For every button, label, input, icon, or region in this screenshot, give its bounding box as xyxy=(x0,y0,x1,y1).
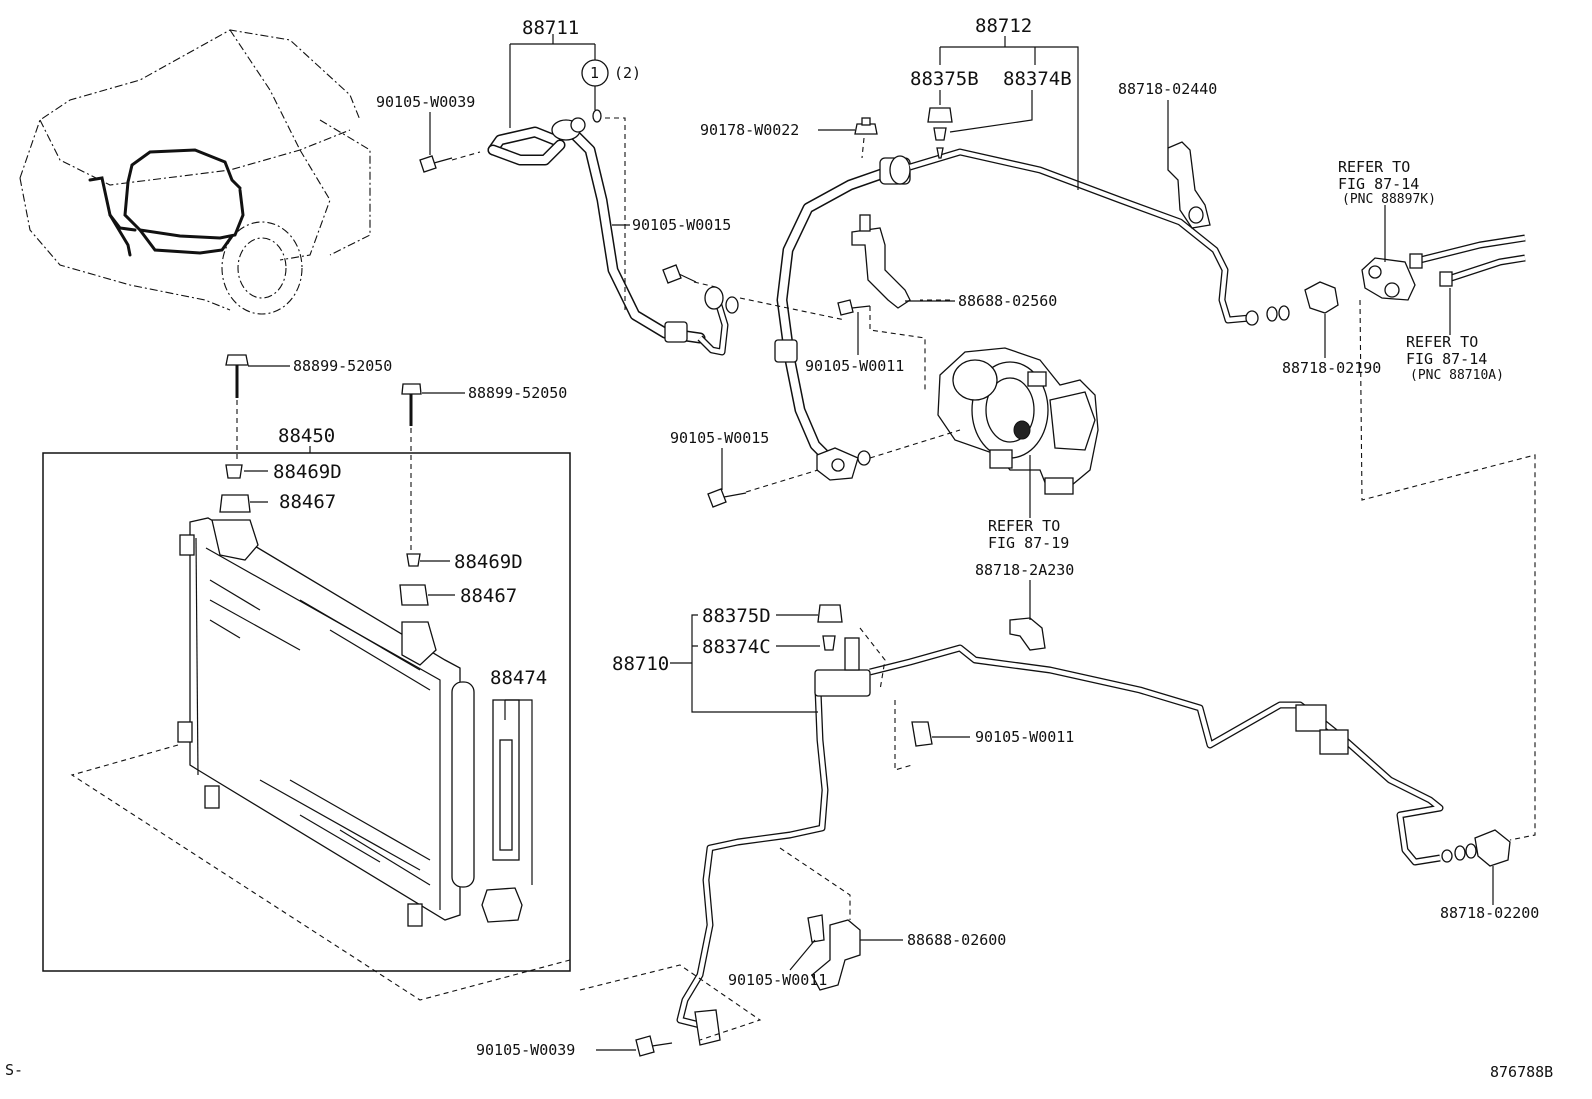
label-88374c: 88374C xyxy=(702,636,771,658)
label-88688-02560: 88688-02560 xyxy=(958,292,1057,310)
label-90105-w0011-a: 90105-W0011 xyxy=(805,357,904,375)
collar-88469d-b xyxy=(406,553,421,567)
bolt-88899-52050-a xyxy=(225,354,249,398)
bolt-90105-w0015-a xyxy=(662,264,697,284)
label-90105-w0011-b: 90105-W0011 xyxy=(975,728,1074,746)
label-88688-02600: 88688-02600 xyxy=(907,931,1006,949)
nut-88718-02190 xyxy=(1304,281,1339,314)
valve-cap-88375b xyxy=(927,107,953,123)
label-88710: 88710 xyxy=(612,653,669,675)
bolt-90105-w0039-top xyxy=(419,155,453,173)
label-88718-02440: 88718-02440 xyxy=(1118,80,1217,98)
bracket-88688-02560 xyxy=(851,214,911,309)
label-88375d: 88375D xyxy=(702,605,771,627)
label-88469d-a: 88469D xyxy=(273,461,342,483)
bracket-88688-02600 xyxy=(811,919,861,991)
label-refer-b-2: FIG 87-14 xyxy=(1406,350,1487,368)
label-88718-02190: 88718-02190 xyxy=(1282,359,1381,377)
cushion-88467-b xyxy=(399,584,429,606)
collar-88469d-a xyxy=(225,464,243,479)
part-labels: 88711 1 (2) 88712 88375B 88374B 90105-W0… xyxy=(5,15,1553,1081)
label-88469d-b: 88469D xyxy=(454,551,523,573)
label-90178-w0022: 90178-W0022 xyxy=(700,121,799,139)
label-refer-a-3: (PNC 88897K) xyxy=(1342,192,1436,207)
label-90105-w0039-bottom: 90105-W0039 xyxy=(476,1041,575,1059)
suction-hose-88712 xyxy=(774,148,1290,481)
label-90105-w0011-c: 90105-W0011 xyxy=(728,971,827,989)
bracket-88718-02440 xyxy=(1167,141,1211,229)
label-88899-52050-b: 88899-52050 xyxy=(468,384,567,402)
compressor xyxy=(937,347,1099,495)
label-refer-b-3: (PNC 88710A) xyxy=(1410,368,1504,383)
label-88718-02200: 88718-02200 xyxy=(1440,904,1539,922)
valve-core-88374c xyxy=(822,635,860,671)
label-88712: 88712 xyxy=(975,15,1032,37)
label-corner-right: 876788B xyxy=(1490,1063,1553,1081)
plug-88474 xyxy=(481,887,523,923)
label-90105-w0015-a: 90105-W0015 xyxy=(632,216,731,234)
label-88467-a: 88467 xyxy=(279,491,336,513)
bolt-90105-w0039-bottom xyxy=(635,1035,673,1057)
label-88467-b: 88467 xyxy=(460,585,517,607)
clamp-88718-2a230 xyxy=(1009,617,1046,651)
label-88450: 88450 xyxy=(278,425,335,447)
label-corner-left: S- xyxy=(5,1061,23,1079)
label-88374b: 88374B xyxy=(1003,68,1072,90)
valve-core-88374b xyxy=(933,127,947,159)
label-90105-w0015-b: 90105-W0015 xyxy=(670,429,769,447)
label-refer-c-1: REFER TO xyxy=(988,517,1060,535)
vehicle-outline xyxy=(19,29,371,315)
label-88899-52050-a: 88899-52050 xyxy=(293,357,392,375)
label-88375b: 88375B xyxy=(910,68,979,90)
bolt-90105-w0011-a xyxy=(837,299,871,316)
label-88474: 88474 xyxy=(490,667,547,689)
liquid-tube-88710 xyxy=(676,644,1511,1046)
bolt-88899-52050-b xyxy=(401,383,422,426)
bolt-90105-w0011-b xyxy=(911,721,933,747)
bolt-90105-w0011-c xyxy=(807,914,825,943)
label-refer-c-2: FIG 87-19 xyxy=(988,534,1069,552)
condenser-assembly-box xyxy=(42,452,571,972)
label-refer-a-1: REFER TO xyxy=(1338,158,1410,176)
valve-cap-88375d xyxy=(817,604,843,623)
dashed-guide-lines xyxy=(70,117,1536,1041)
label-88711: 88711 xyxy=(522,17,579,39)
cushion-88467-a xyxy=(219,494,251,513)
label-circle-num: 1 xyxy=(590,64,599,82)
discharge-hose-88711 xyxy=(487,117,739,356)
label-refer-b-1: REFER TO xyxy=(1406,333,1478,351)
label-88718-2a230: 88718-2A230 xyxy=(975,561,1074,579)
leader-lines xyxy=(244,34,1494,1051)
condenser xyxy=(177,517,520,927)
label-circle-qty: (2) xyxy=(614,64,641,82)
connector-88897k xyxy=(1361,234,1526,301)
label-90105-w0039-top: 90105-W0039 xyxy=(376,93,475,111)
label-refer-a-2: FIG 87-14 xyxy=(1338,175,1419,193)
bolt-90105-w0015-b xyxy=(707,488,747,508)
bolt-90178-w0022 xyxy=(854,117,878,135)
